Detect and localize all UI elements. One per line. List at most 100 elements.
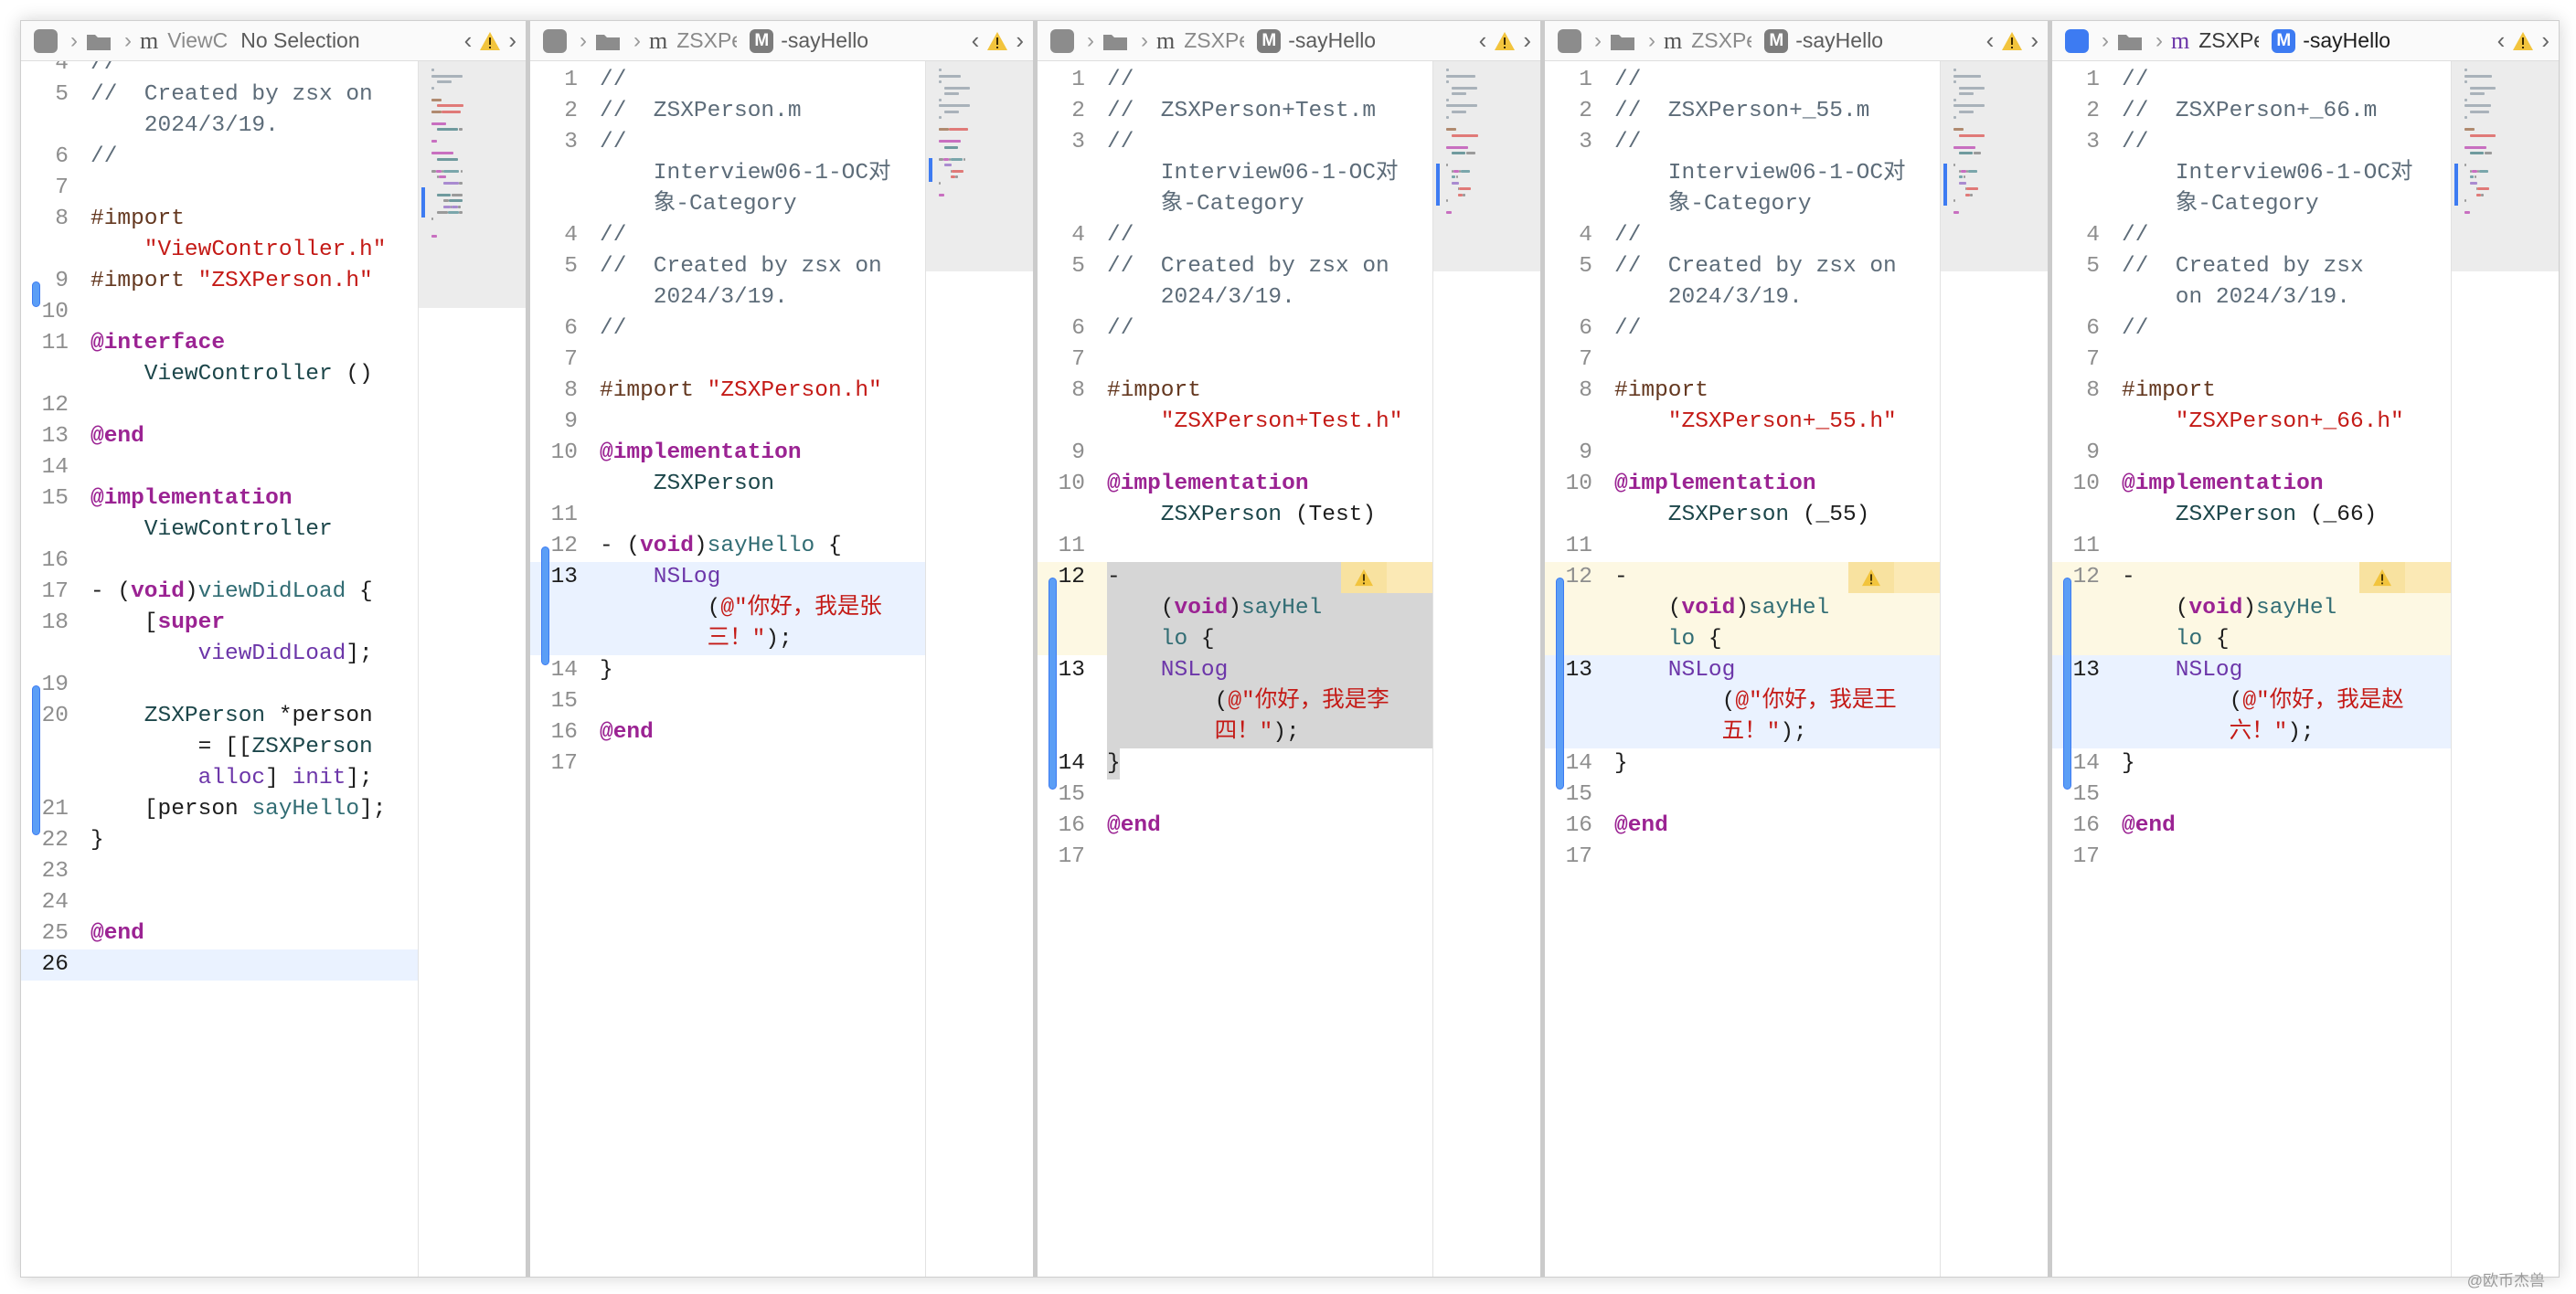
code-line[interactable]: = [[ZSXPerson [21, 732, 418, 763]
code-line[interactable]: 11 [1038, 531, 1432, 562]
code-line[interactable]: 2024/3/19. [21, 111, 418, 142]
code-line[interactable]: 17- (void)viewDidLoad { [21, 577, 418, 608]
code-line[interactable]: 11@interface [21, 328, 418, 359]
app-project-icon[interactable] [2065, 28, 2089, 53]
code-line[interactable]: 10@implementation [2052, 469, 2451, 500]
code-line[interactable]: 3// [1038, 127, 1432, 158]
code-line[interactable]: 8#import "ZSXPerson.h" [530, 376, 925, 407]
code-line[interactable]: 5// Created by zsx on [1545, 251, 1940, 282]
code-line[interactable]: 10@implementation [1038, 469, 1432, 500]
code-line[interactable]: 2// ZSXPerson+Test.m [1038, 96, 1432, 127]
code-line[interactable]: 5// Created by zsx on [530, 251, 925, 282]
code-line[interactable]: 20 ZSXPerson *person [21, 701, 418, 732]
code-line[interactable]: 5// Created by zsx on [1038, 251, 1432, 282]
folder-icon[interactable] [1610, 31, 1635, 51]
code-line[interactable]: 7 [1038, 345, 1432, 376]
code-line[interactable]: 16@end [2052, 811, 2451, 842]
objc-m-file-icon[interactable]: m [140, 27, 159, 54]
code-line[interactable]: 1// [2052, 65, 2451, 96]
code-line[interactable]: 13 NSLog [1038, 655, 1432, 686]
chevron-left-icon[interactable]: ‹ [2496, 27, 2506, 54]
objc-m-file-icon[interactable]: m [1664, 27, 1683, 54]
code-line[interactable]: lo { [1038, 624, 1432, 655]
code-line[interactable]: 8#import [21, 204, 418, 235]
minimap[interactable] [1432, 61, 1540, 1277]
file-name[interactable]: ZSXPe [1184, 28, 1245, 52]
code-line[interactable]: 15 [2052, 780, 2451, 811]
code-line[interactable]: (@"你好，我是王 [1545, 686, 1940, 717]
chevron-left-icon[interactable]: ‹ [971, 27, 980, 54]
code-line[interactable]: "ZSXPerson+_66.h" [2052, 407, 2451, 438]
code-line[interactable]: (void)sayHel [2052, 593, 2451, 624]
selection-label[interactable]: -sayHello [2303, 28, 2391, 52]
code-line[interactable]: 15 [1545, 780, 1940, 811]
code-line[interactable]: ZSXPerson [530, 469, 925, 500]
folder-icon[interactable] [595, 31, 621, 51]
selection-label[interactable]: -sayHello [1795, 28, 1884, 52]
code-line[interactable]: 9 [2052, 438, 2451, 469]
code-line[interactable]: on 2024/3/19. [2052, 282, 2451, 313]
chevron-right-icon[interactable]: › [1016, 27, 1024, 54]
source-change-bar[interactable] [2063, 578, 2071, 790]
code-line[interactable]: 6// [1038, 313, 1432, 345]
inline-warning-badge[interactable] [2359, 562, 2451, 593]
code-line[interactable]: 6// [2052, 313, 2451, 345]
folder-icon[interactable] [86, 31, 112, 51]
warning-triangle-icon[interactable] [2359, 562, 2405, 593]
code-line[interactable]: 11 [2052, 531, 2451, 562]
inline-warning-badge[interactable] [1848, 562, 1940, 593]
objc-m-file-icon[interactable]: m [649, 27, 668, 54]
app-project-icon[interactable] [543, 28, 567, 53]
objc-m-file-icon[interactable]: m [1156, 27, 1176, 54]
code-line[interactable]: Interview06-1-OC对 [530, 158, 925, 189]
code-line[interactable]: 2024/3/19. [1038, 282, 1432, 313]
code-line[interactable]: ZSXPerson (Test) [1038, 500, 1432, 531]
folder-icon[interactable] [2117, 31, 2143, 51]
warning-triangle-icon[interactable] [986, 31, 1008, 51]
code-line[interactable]: 3// [1545, 127, 1940, 158]
code-line[interactable]: 9 [530, 407, 925, 438]
code-line[interactable]: 四！"); [1038, 717, 1432, 748]
code-line[interactable]: 9#import "ZSXPerson.h" [21, 266, 418, 297]
code-line[interactable]: 14} [1038, 748, 1432, 780]
code-line[interactable]: 11 [1545, 531, 1940, 562]
code-line[interactable]: 3// [2052, 127, 2451, 158]
code-line[interactable]: viewDidLoad]; [21, 639, 418, 670]
chevron-left-icon[interactable]: ‹ [463, 27, 473, 54]
code-line[interactable]: 7 [530, 345, 925, 376]
code-line[interactable]: 13 NSLog [530, 562, 925, 593]
code-line[interactable]: 9 [1545, 438, 1940, 469]
code-line[interactable]: 10@implementation [530, 438, 925, 469]
code-line[interactable]: 15@implementation [21, 483, 418, 514]
code-line[interactable]: lo { [1545, 624, 1940, 655]
code-line[interactable]: 12 [21, 390, 418, 421]
chevron-right-icon[interactable]: › [2030, 27, 2038, 54]
code-line[interactable]: Interview06-1-OC对 [2052, 158, 2451, 189]
code-line[interactable]: 象-Category [530, 189, 925, 220]
file-name[interactable]: ZSXPe [2198, 28, 2260, 52]
warning-triangle-icon[interactable] [1494, 31, 1516, 51]
code-line[interactable]: 4// [1038, 220, 1432, 251]
file-name[interactable]: ViewCo [167, 28, 229, 52]
code-line[interactable]: 4// [1545, 220, 1940, 251]
file-name[interactable]: ZSXPe [676, 28, 738, 52]
code-line[interactable]: 5// Created by zsx on [21, 80, 418, 111]
code-line[interactable]: 25@end [21, 918, 418, 949]
code-line[interactable]: 14} [530, 655, 925, 686]
code-line[interactable]: 13@end [21, 421, 418, 452]
code-line[interactable]: 12- [1545, 562, 1940, 593]
code-line[interactable]: 15 [530, 686, 925, 717]
code-line[interactable]: 三！"); [530, 624, 925, 655]
source-change-bar[interactable] [32, 281, 40, 307]
code-line[interactable]: 26 [21, 949, 418, 981]
code-line[interactable]: 16@end [1545, 811, 1940, 842]
code-line[interactable]: 12- [1038, 562, 1432, 593]
code-line[interactable]: 23 [21, 856, 418, 887]
code-line[interactable]: 17 [1038, 842, 1432, 873]
code-line[interactable]: ZSXPerson (_66) [2052, 500, 2451, 531]
code-line[interactable]: 16@end [1038, 811, 1432, 842]
code-line[interactable]: 4// [21, 61, 418, 80]
